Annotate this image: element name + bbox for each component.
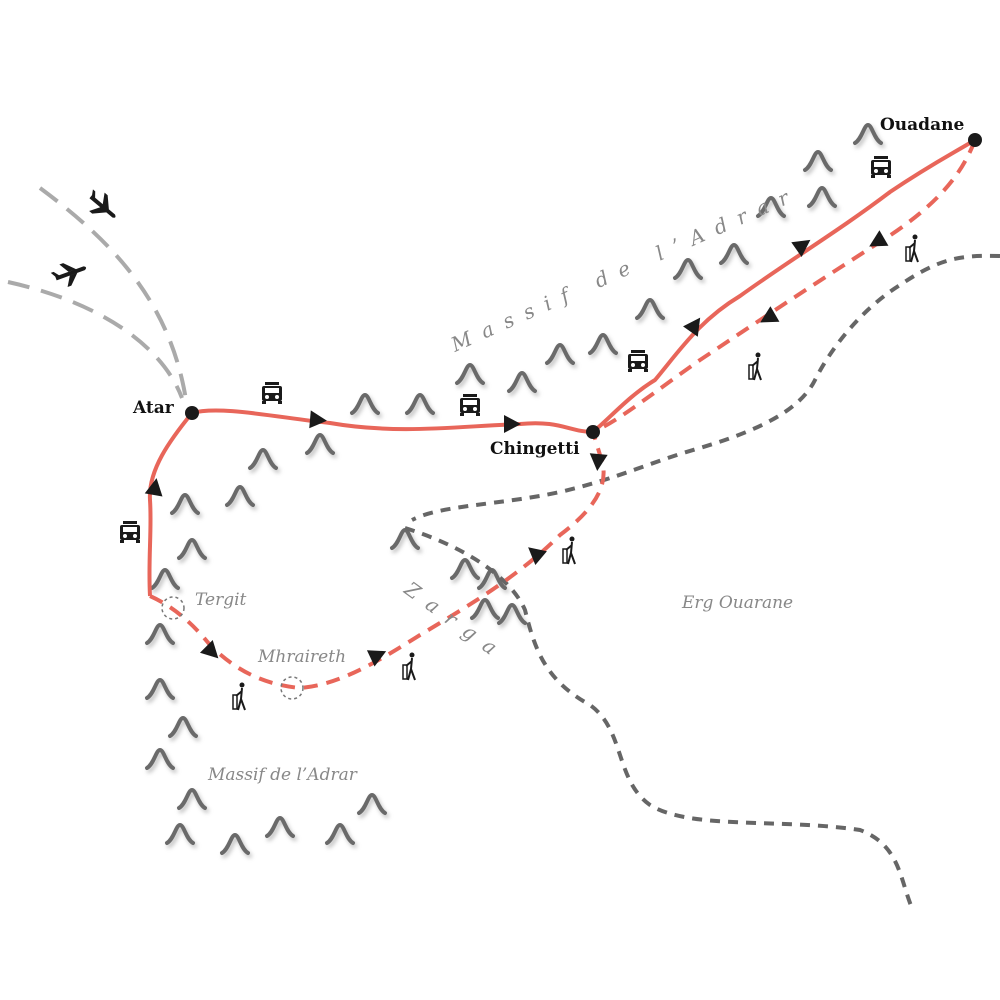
town-label-atar: Atar [132,398,175,418]
mountain-icon [803,149,833,172]
place-label-mhraireth: Mhraireth [257,647,346,667]
mountain-icon [635,297,665,320]
tergit-marker [161,596,185,620]
mountain-icon [145,622,175,645]
mountain-icon [390,527,420,550]
mountain-icon [497,602,527,625]
mountain-icon [168,715,198,738]
mountain-icon [450,557,480,580]
direction-arrow-icon [589,453,608,471]
plane-icon [89,189,116,218]
desert-track-north [411,253,1000,522]
mountain-icon [248,447,278,470]
place-label-massif-bottom: Massif de l’Adrar [207,765,358,785]
mountain-icon [225,484,255,507]
mhraireth-marker [280,676,304,700]
mountain-icon [545,342,575,365]
direction-arrow-icon [504,415,521,433]
hiker-icon [232,682,246,711]
direction-arrow-icon [309,410,327,429]
direction-arrow-icon [528,547,547,566]
car-icon [460,394,480,416]
mountain-icon [325,822,355,845]
town-marker-chingetti[interactable] [586,425,600,439]
mountain-icon [145,677,175,700]
mountain-icon [470,597,500,620]
mountain-icon [405,392,435,415]
mountain-icon [673,257,703,280]
mountain-icon [807,185,837,208]
mountain-icon [145,747,175,770]
mountain-icon [756,195,786,218]
direction-arrow-icon [366,650,387,667]
hiker-icon [402,652,416,681]
mountain-icon [265,815,295,838]
flight-path [7,280,184,399]
direction-arrow-icon [760,306,780,323]
direction-arrow-icon [683,317,701,337]
car-icon [262,382,282,404]
mountain-icon [357,792,387,815]
direction-arrows [144,230,889,667]
mountain-icon [455,362,485,385]
mountain-icon [588,332,618,355]
mountain-icon [719,242,749,265]
hiker-icon [748,352,762,381]
place-label-tergit: Tergit [195,590,247,610]
mountains [145,122,883,855]
place-label-erg-ouarane: Erg Ouarane [681,593,793,613]
mountain-icon [177,787,207,810]
mountain-icon [507,370,537,393]
car-icon [871,156,891,178]
mountain-icon [220,832,250,855]
mountain-icon [177,537,207,560]
hiker-icon [905,234,919,263]
direction-arrow-icon [144,478,163,497]
trek-route [592,139,977,434]
town-label-ouadane: Ouadane [880,115,964,135]
direction-arrow-icon [869,230,889,247]
town-marker-atar[interactable] [185,406,199,420]
mountain-icon [350,392,380,415]
direction-arrow-icon [199,639,219,659]
plane-icon [50,263,87,288]
town-label-chingetti: Chingetti [490,439,580,459]
town-marker-ouadane[interactable] [968,133,982,147]
hiker-icon [562,536,576,565]
place-label-massif-top: Massif de l’Adrar [446,180,803,357]
direction-arrow-icon [791,239,811,257]
mountain-icon [853,122,883,145]
mountain-icon [165,822,195,845]
mountain-icon [170,492,200,515]
car-route [147,138,977,597]
mountain-icon [305,432,335,455]
car-icon [628,350,648,372]
mountain-icon [150,567,180,590]
car-icon [120,521,140,543]
route-icons [50,156,919,711]
desert-track-south [404,526,914,909]
